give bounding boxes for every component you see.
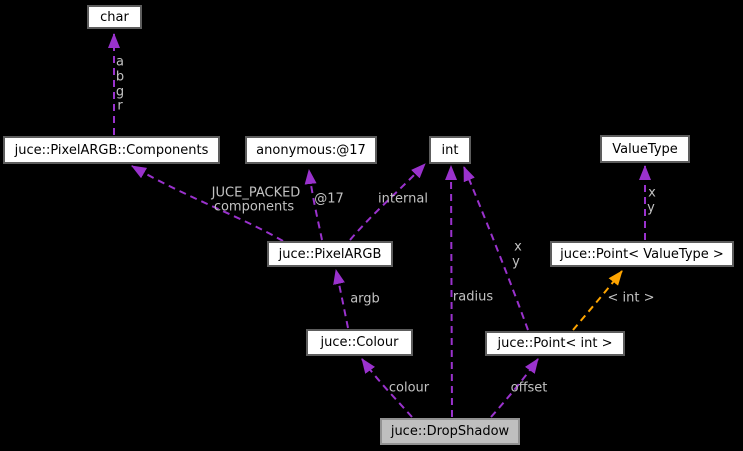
edge-label-a: a <box>116 54 124 70</box>
edge-dropshadow-to-int-arrow <box>445 165 458 418</box>
edge-label-at17: @17 <box>314 191 344 207</box>
edge-label-template-int: < int > <box>607 290 655 306</box>
node-point-int[interactable]: juce::Point< int > <box>485 331 625 356</box>
edge-label-internal: internal <box>378 191 428 207</box>
edge-label-point-int-x: x <box>514 239 522 255</box>
edge-label-point-int-y: y <box>512 254 520 270</box>
edge-label-point-valuetype-x: x <box>648 185 656 201</box>
node-valuetype[interactable]: ValueType <box>600 135 690 163</box>
edge-pixelargb-to-int-arrow <box>349 163 426 241</box>
edge-dropshadow-to-pointint-arrow <box>490 358 539 418</box>
edge-label-juce-packed: JUCE_PACKED <box>211 185 301 201</box>
edge-label-components: components <box>213 199 295 215</box>
node-point-valuetype[interactable]: juce::Point< ValueType > <box>550 241 734 267</box>
node-dropshadow: juce::DropShadow <box>380 418 520 445</box>
edge-label-r: r <box>117 98 123 114</box>
edge-colour-to-pixelargb-arrow <box>333 269 349 329</box>
node-pixelargb[interactable]: juce::PixelARGB <box>267 241 393 267</box>
node-int[interactable]: int <box>429 136 471 164</box>
edge-label-radius: radius <box>452 289 494 305</box>
edge-pixelargb-to-anonymous-arrow <box>304 169 323 241</box>
node-anonymous-17[interactable]: anonymous:@17 <box>245 136 377 164</box>
edge-label-colour: colour <box>388 380 430 396</box>
edge-label-argb: argb <box>350 291 380 307</box>
edge-dropshadow-to-colour-arrow <box>361 358 413 418</box>
edge-pixelargb-to-components-arrow <box>131 165 284 242</box>
edge-label-b: b <box>115 69 125 85</box>
edge-pointint-to-pointvaluetype-template-arrow <box>572 270 623 331</box>
edge-label-offset: offset <box>510 380 548 396</box>
node-pixelargb-components[interactable]: juce::PixelARGB::Components <box>3 136 220 164</box>
edge-label-g: g <box>115 84 125 100</box>
edge-pointint-to-int-arrow <box>463 166 529 331</box>
edge-label-point-valuetype-y: y <box>647 200 655 216</box>
node-char[interactable]: char <box>87 5 142 29</box>
node-colour[interactable]: juce::Colour <box>306 329 413 356</box>
